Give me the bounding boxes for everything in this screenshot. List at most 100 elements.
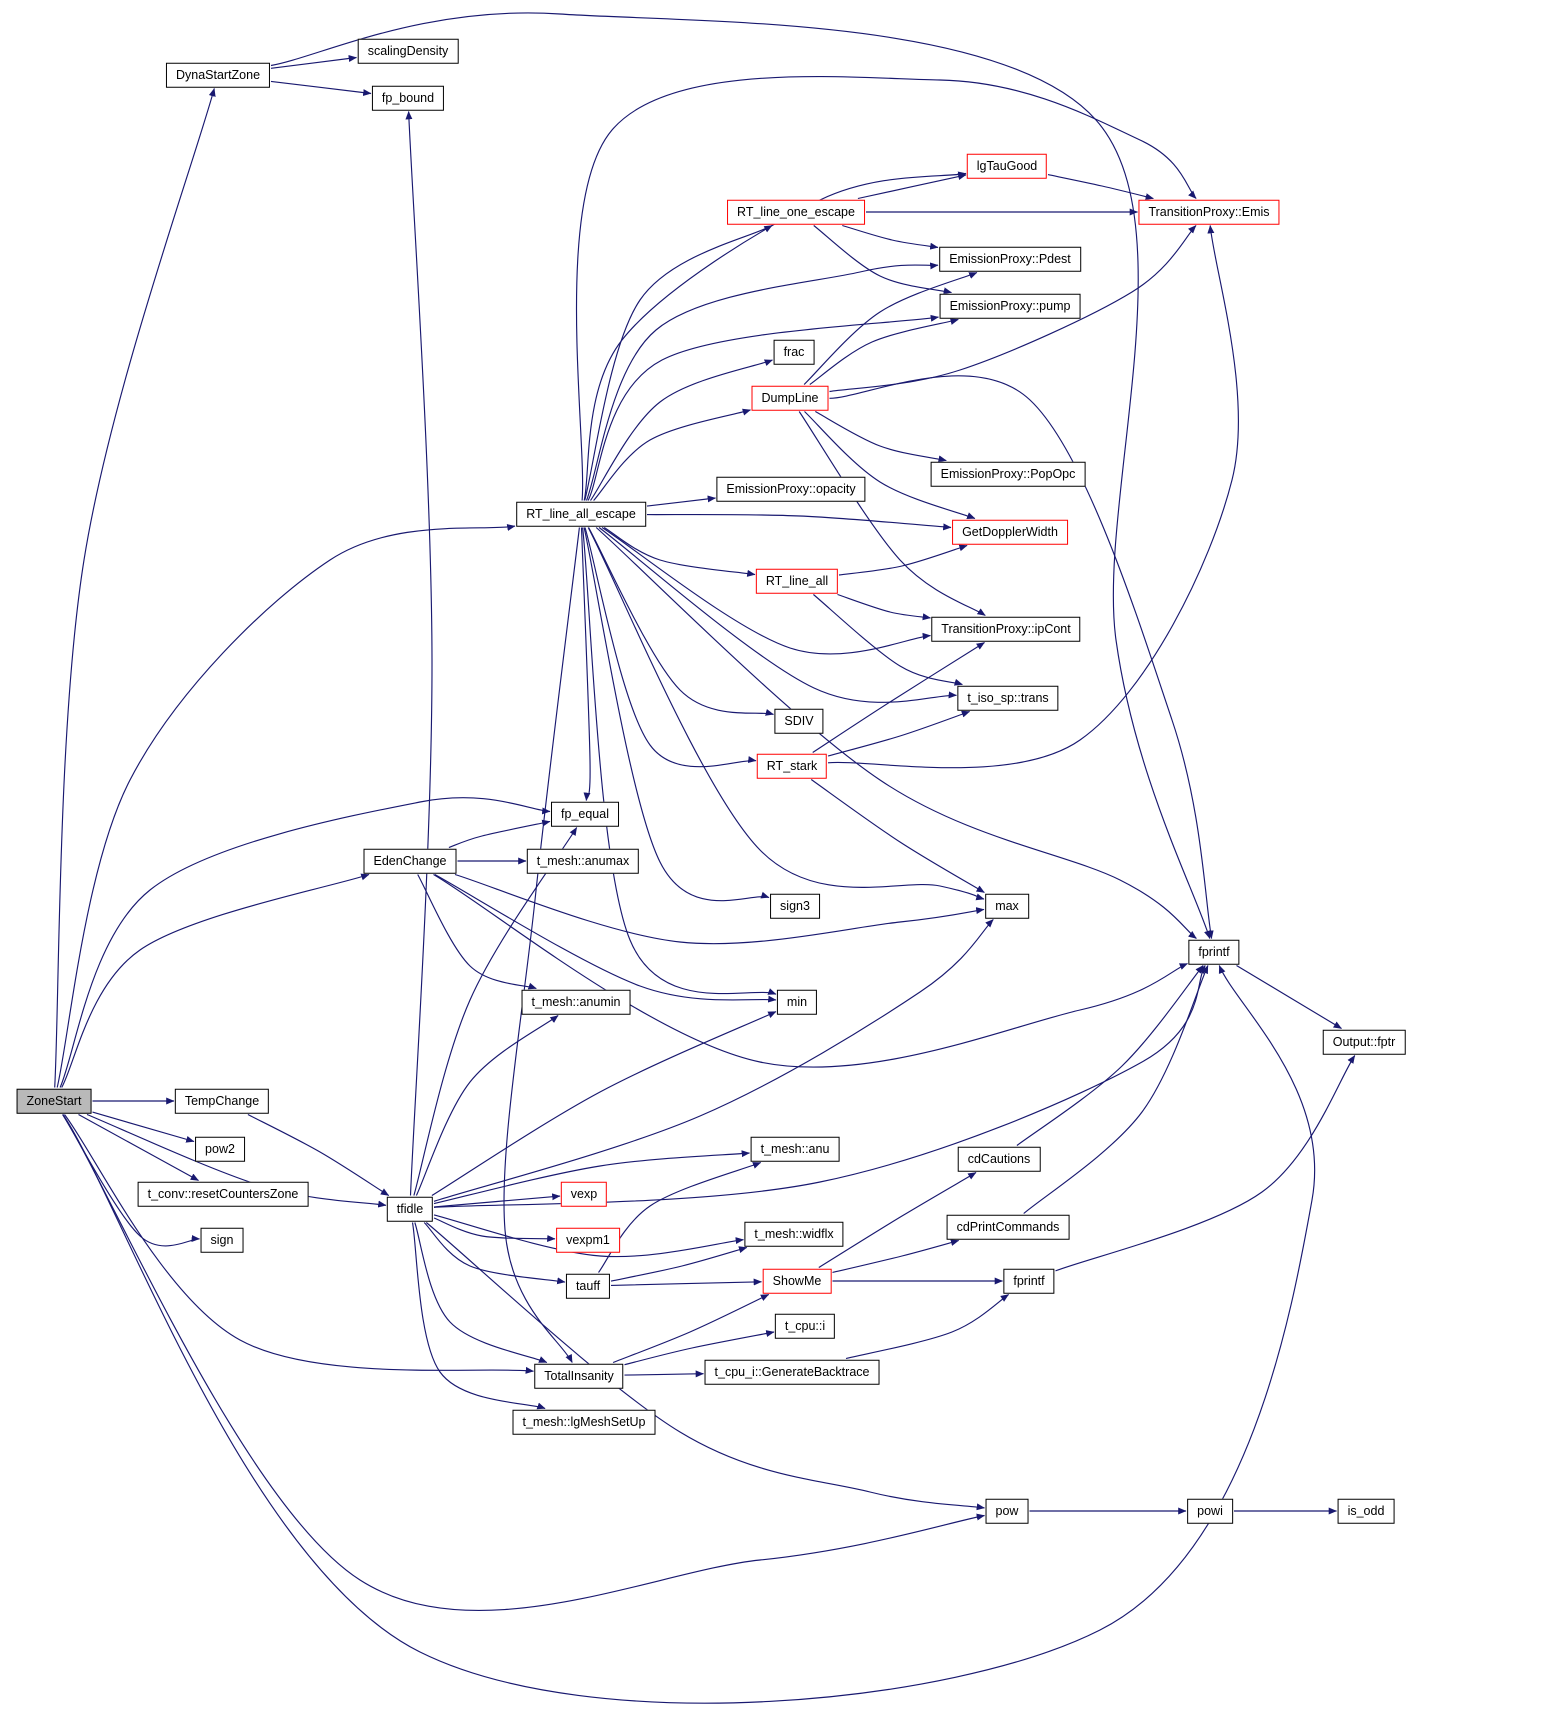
edge-dynastartzone-to-fp_bound — [270, 80, 372, 97]
edge-zonestart-to-rt_line_all_escape — [56, 524, 516, 1088]
node-sign3[interactable]: sign3 — [770, 893, 820, 919]
node-ipcont[interactable]: TransitionProxy::ipCont — [931, 616, 1081, 642]
node-rt_stark[interactable]: RT_stark — [756, 753, 828, 779]
node-anu[interactable]: t_mesh::anu — [750, 1136, 840, 1162]
edge-rt_line_all_escape-to-totalinsanity — [503, 527, 580, 1363]
node-getdopplerwidth[interactable]: GetDopplerWidth — [952, 519, 1068, 545]
edge-tfidle-to-anu — [433, 1150, 750, 1205]
node-min[interactable]: min — [776, 989, 818, 1015]
edge-edenchange-to-fp_equal — [448, 819, 551, 849]
edge-rt_line_one_escape-to-pdest — [842, 224, 939, 250]
node-totalinsanity[interactable]: TotalInsanity — [534, 1363, 624, 1389]
node-rt_line_one_escape[interactable]: RT_line_one_escape — [727, 199, 865, 225]
edge-rt_line_all_escape-to-rt_line_all — [603, 527, 756, 577]
edge-tfidle-to-vexp — [433, 1193, 561, 1208]
edge-rt_line_all_escape-to-min — [582, 527, 777, 995]
edge-totalinsanity-to-showme — [612, 1293, 770, 1364]
node-cdprintcommands[interactable]: cdPrintCommands — [946, 1214, 1070, 1240]
edge-dumpline-to-popopc — [815, 410, 947, 463]
edge-generatebacktrace-to-fprintf2 — [845, 1294, 1009, 1360]
edge-rt_line_all_escape-to-sign3 — [583, 527, 770, 902]
node-zonestart: ZoneStart — [16, 1088, 92, 1114]
node-tempchange[interactable]: TempChange — [174, 1088, 270, 1114]
edge-zonestart-to-pow2 — [92, 1111, 195, 1143]
edge-tfidle-to-min — [431, 1011, 777, 1196]
node-lgmeshsetup[interactable]: t_mesh::lgMeshSetUp — [512, 1409, 656, 1435]
edge-zonestart-to-fprintf1 — [62, 965, 1316, 1704]
node-tauff[interactable]: tauff — [565, 1273, 611, 1299]
node-vexpm1[interactable]: vexpm1 — [556, 1227, 620, 1253]
node-rt_line_all_escape[interactable]: RT_line_all_escape — [516, 501, 646, 527]
node-is_odd[interactable]: is_odd — [1337, 1498, 1395, 1524]
node-fp_equal[interactable]: fp_equal — [551, 801, 619, 827]
node-trans[interactable]: t_iso_sp::trans — [957, 685, 1059, 711]
edge-tauff-to-widflx — [610, 1246, 748, 1282]
edge-rt_stark-to-ipcont — [812, 642, 985, 753]
edge-dumpline-to-ipcont — [798, 411, 986, 616]
node-pump[interactable]: EmissionProxy::pump — [939, 293, 1081, 319]
node-opacity[interactable]: EmissionProxy::opacity — [716, 476, 866, 502]
node-anumax[interactable]: t_mesh::anumax — [526, 848, 640, 874]
node-rt_line_all[interactable]: RT_line_all — [755, 568, 839, 594]
node-widflx[interactable]: t_mesh::widflx — [744, 1221, 844, 1247]
node-vexp[interactable]: vexp — [560, 1181, 608, 1207]
edge-rt_line_all_escape-to-opacity — [646, 495, 716, 507]
node-sdiv[interactable]: SDIV — [774, 708, 824, 734]
edge-rt_stark-to-max — [810, 779, 985, 893]
edge-rt_line_all_escape-to-ipcont — [601, 527, 931, 655]
node-fptr[interactable]: Output::fptr — [1322, 1029, 1406, 1055]
node-sign[interactable]: sign — [200, 1227, 244, 1253]
node-dumpline[interactable]: DumpLine — [751, 385, 829, 411]
node-pow[interactable]: pow — [985, 1498, 1029, 1524]
node-max[interactable]: max — [985, 893, 1029, 919]
edge-cdprintcommands-to-fprintf1 — [1023, 965, 1209, 1214]
node-anumin[interactable]: t_mesh::anumin — [521, 989, 631, 1015]
edge-cdcautions-to-fprintf1 — [1016, 965, 1204, 1146]
node-powi[interactable]: powi — [1187, 1498, 1233, 1524]
edge-rt_line_all-to-getdopplerwidth — [838, 544, 968, 576]
node-emis[interactable]: TransitionProxy::Emis — [1138, 199, 1280, 225]
edge-dumpline-to-emis — [829, 225, 1197, 393]
edge-tfidle-to-anumin — [415, 1015, 559, 1196]
node-fp_bound[interactable]: fp_bound — [371, 85, 445, 111]
edge-tfidle-to-widflx — [433, 1214, 744, 1258]
edge-dumpline-to-fprintf1 — [829, 375, 1214, 939]
node-dynastartzone[interactable]: DynaStartZone — [165, 62, 271, 88]
edge-rt_line_all_escape-to-frac — [590, 359, 773, 501]
edge-rt_line_one_escape-to-pump — [813, 225, 952, 295]
node-frac[interactable]: frac — [773, 339, 815, 365]
node-resetcounterszone[interactable]: t_conv::resetCountersZone — [137, 1181, 309, 1207]
edge-tfidle-to-lgmeshsetup — [411, 1222, 546, 1410]
edge-totalinsanity-to-generatebacktrace — [624, 1370, 704, 1378]
edge-lgtaugood-to-emis — [1047, 174, 1154, 201]
edge-rt_line_all_escape-to-dumpline — [593, 408, 751, 501]
edge-rt_line_all_escape-to-lgtaugood — [583, 171, 967, 501]
node-t_cpu_i[interactable]: t_cpu::i — [774, 1313, 836, 1339]
node-fprintf2[interactable]: fprintf — [1003, 1268, 1055, 1294]
edge-rt_line_all_escape-to-max — [587, 527, 985, 901]
edge-tfidle-to-fp_bound — [405, 111, 433, 1196]
node-pow2[interactable]: pow2 — [195, 1136, 245, 1162]
edge-zonestart-to-resetcounterszone — [78, 1113, 199, 1182]
edge-tempchange-to-tfidle — [247, 1113, 390, 1196]
edge-rt_line_all_escape-to-rt_line_one_escape — [584, 224, 773, 501]
node-cdcautions[interactable]: cdCautions — [957, 1146, 1041, 1172]
node-fprintf1[interactable]: fprintf — [1188, 939, 1240, 965]
node-popopc[interactable]: EmissionProxy::PopOpc — [930, 461, 1086, 487]
node-edenchange[interactable]: EdenChange — [363, 848, 457, 874]
node-scalingdensity[interactable]: scalingDensity — [357, 38, 459, 64]
node-pdest[interactable]: EmissionProxy::Pdest — [939, 246, 1081, 272]
edge-tauff-to-showme — [610, 1278, 762, 1286]
edge-rt_stark-to-trans — [827, 710, 971, 757]
edge-rt_line_all_escape-to-fp_equal — [580, 527, 591, 801]
edge-showme-to-cdprintcommands — [832, 1239, 960, 1274]
edge-zonestart-to-dynastartzone — [54, 88, 216, 1088]
edge-zonestart-to-pow — [62, 1114, 985, 1611]
node-tfidle[interactable]: tfidle — [386, 1196, 434, 1222]
node-showme[interactable]: ShowMe — [762, 1268, 832, 1294]
node-generatebacktrace[interactable]: t_cpu_i::GenerateBacktrace — [704, 1359, 880, 1385]
edge-dumpline-to-pump — [809, 318, 959, 385]
edge-rt_line_all_escape-to-trans — [598, 527, 957, 703]
node-lgtaugood[interactable]: lgTauGood — [966, 153, 1048, 179]
edge-tauff-to-anu — [598, 1161, 762, 1273]
